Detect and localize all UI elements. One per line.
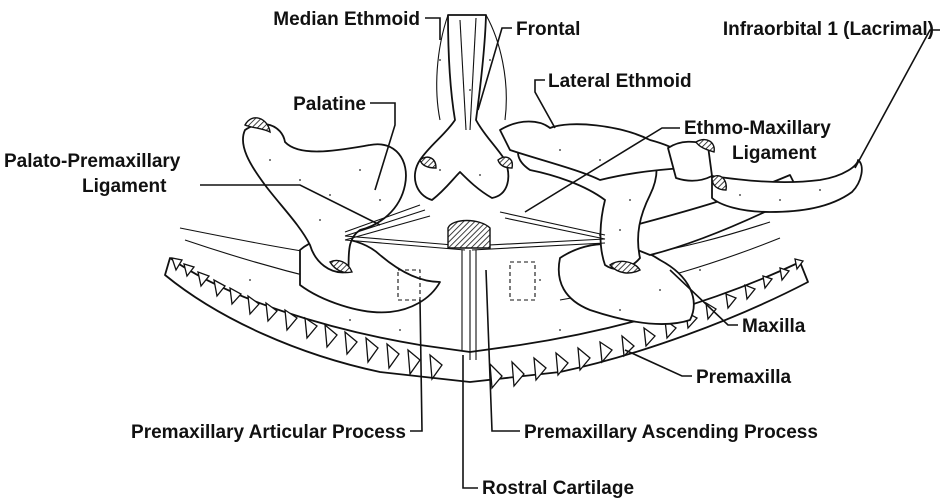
label-ethmo-maxillary-line2: Ligament: [732, 143, 817, 164]
label-palato-premaxillary-line2: Ligament: [82, 176, 167, 197]
label-maxilla: Maxilla: [742, 316, 806, 337]
label-lateral-ethmoid: Lateral Ethmoid: [548, 71, 692, 92]
label-palato-premaxillary-line1: Palato-Premaxillary: [4, 151, 181, 172]
label-premaxillary-articular-process: Premaxillary Articular Process: [131, 422, 406, 443]
rostral-cartilage: [448, 221, 490, 361]
label-premaxilla: Premaxilla: [696, 367, 791, 388]
label-palatine: Palatine: [293, 94, 366, 115]
label-frontal: Frontal: [516, 19, 580, 40]
label-rostral-cartilage: Rostral Cartilage: [482, 478, 634, 498]
label-infraorbital: Infraorbital 1 (Lacrimal): [723, 19, 934, 40]
lateral-ethmoid-bone: [500, 122, 714, 181]
label-median-ethmoid: Median Ethmoid: [273, 9, 420, 30]
infraorbital-bone: [712, 160, 862, 212]
label-premaxillary-ascending-process: Premaxillary Ascending Process: [524, 422, 818, 443]
label-ethmo-maxillary-line1: Ethmo-Maxillary: [684, 118, 831, 139]
